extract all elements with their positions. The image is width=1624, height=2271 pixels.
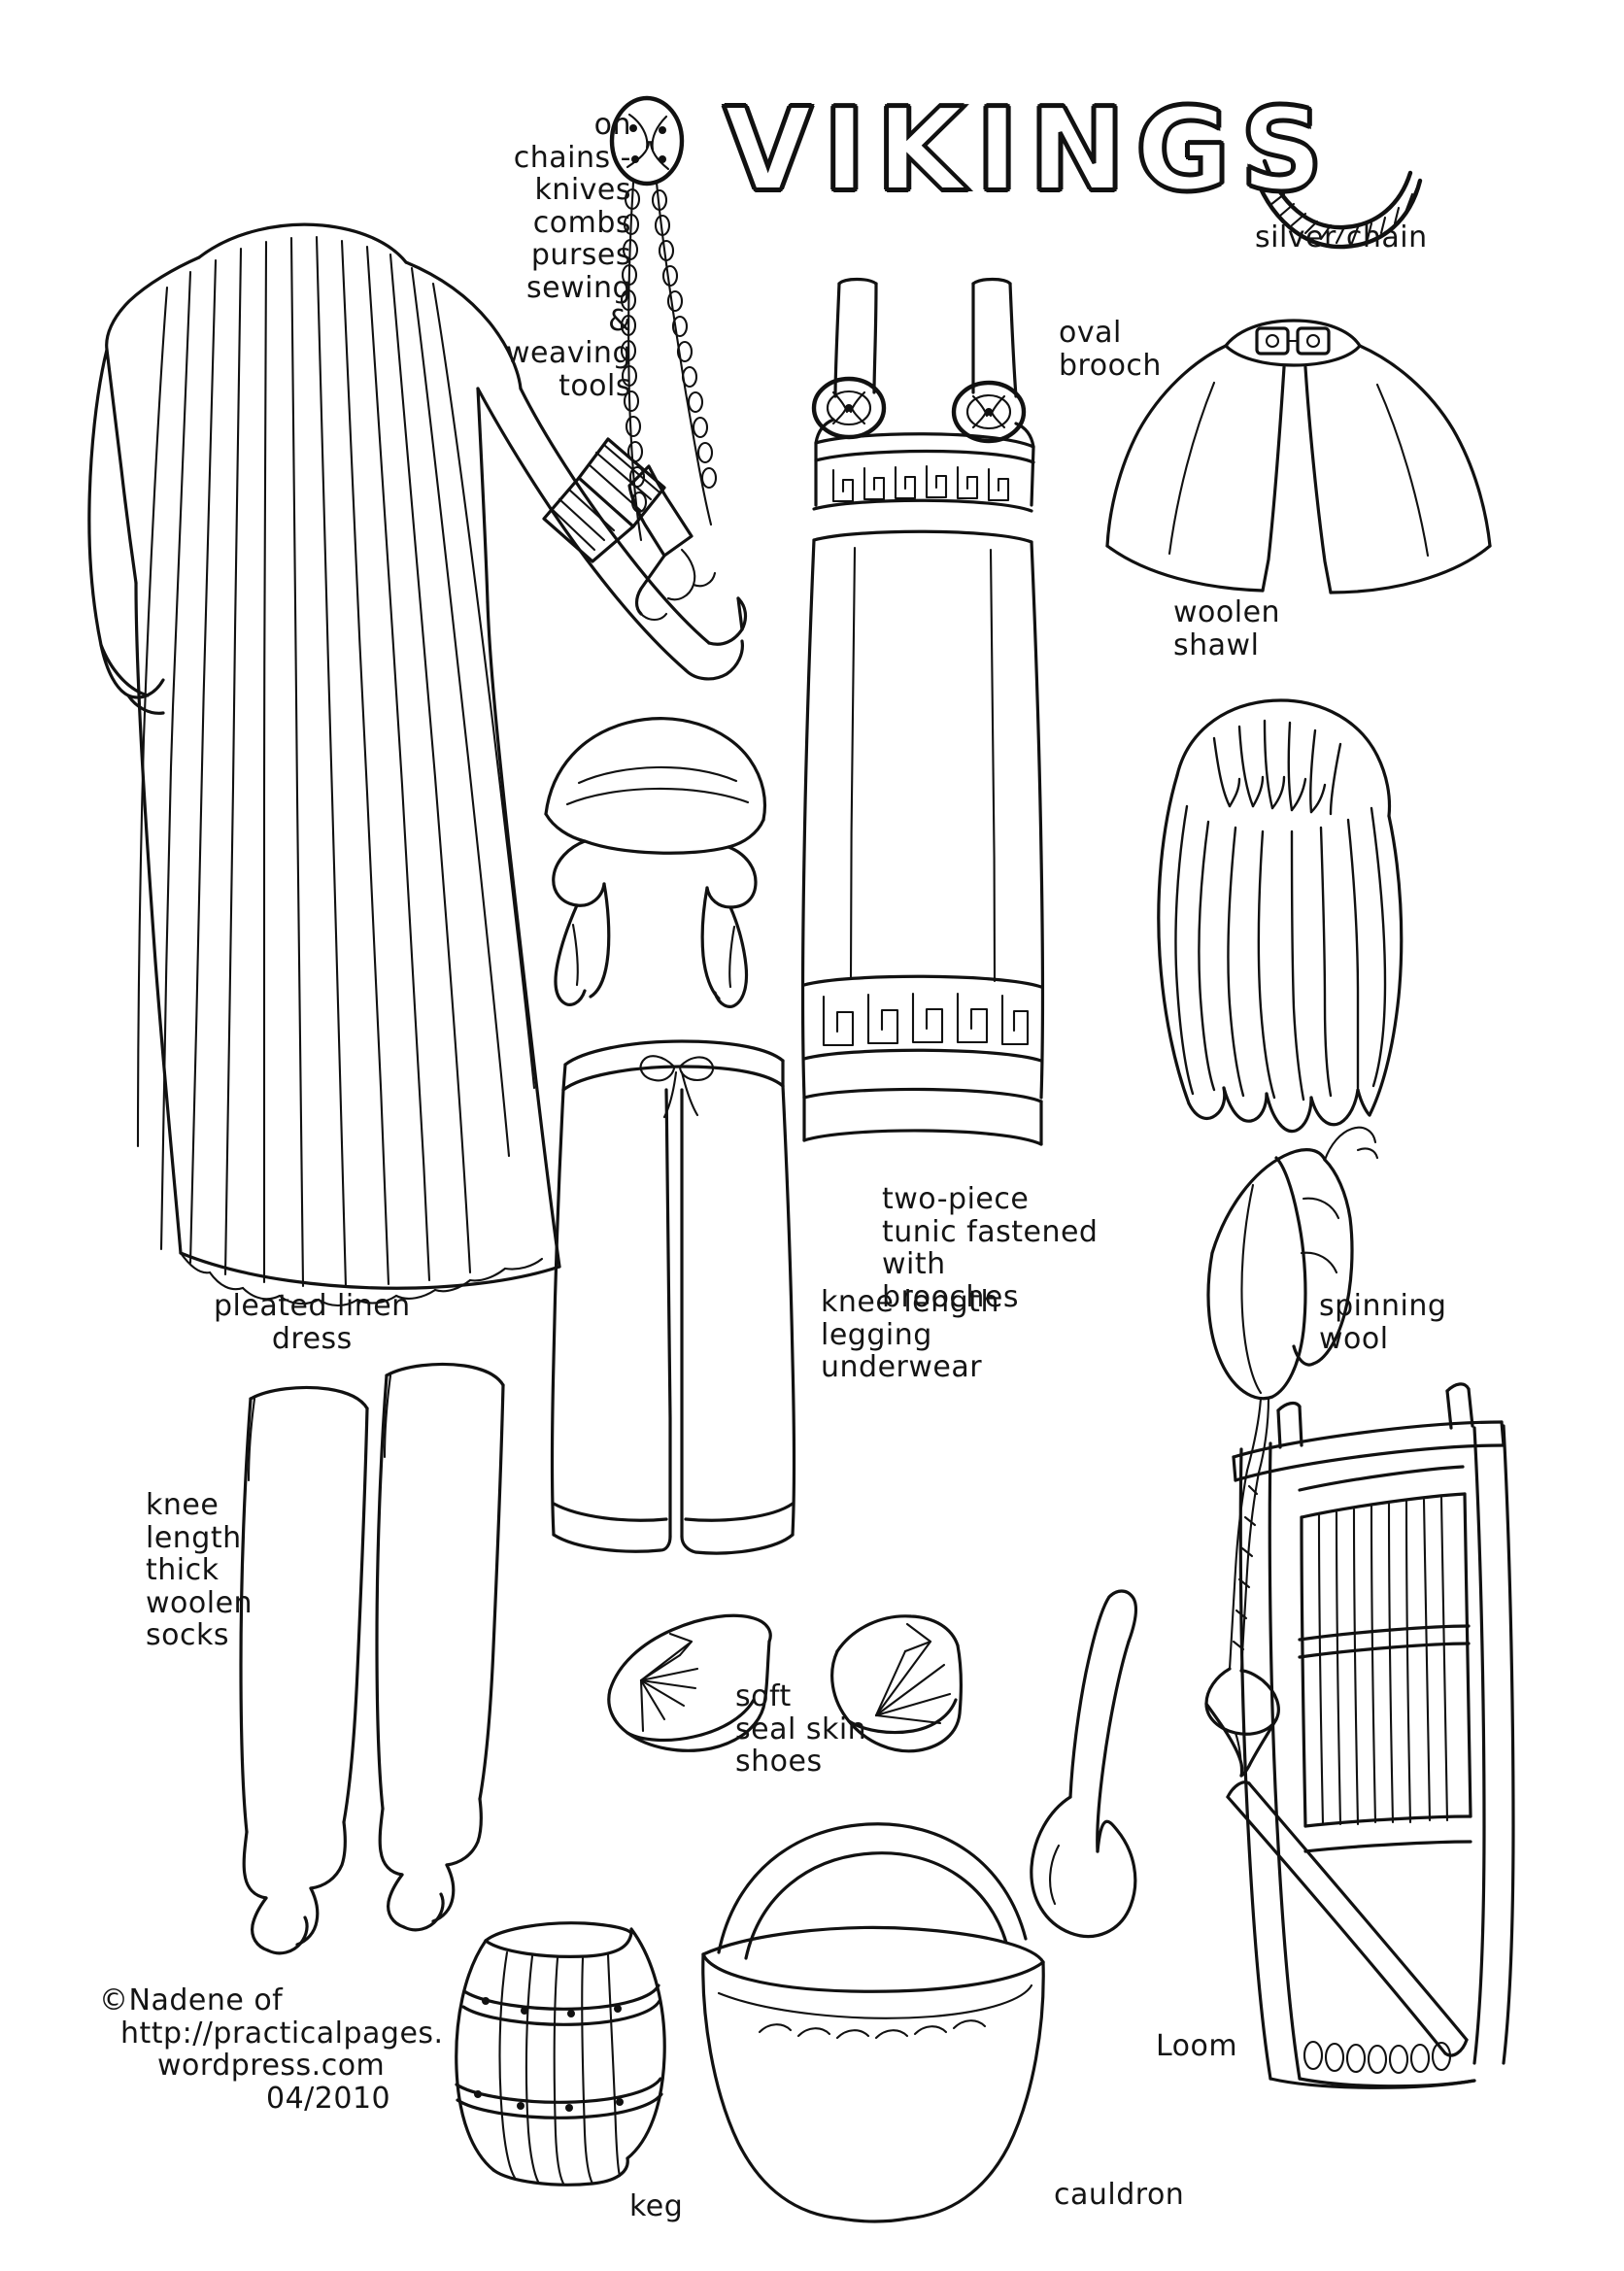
chained-accessories-drawing <box>542 95 718 622</box>
pleated-linen-dress-drawing <box>87 222 748 1307</box>
silver-chain-drawing <box>1250 158 1423 250</box>
woolen-shawl-drawing <box>1105 319 1492 594</box>
tunic-brooch-right <box>951 380 1027 444</box>
knife-drawing <box>627 464 717 622</box>
cauldron-drawing <box>701 1589 1138 2223</box>
label-spinning-wool: spinning wool <box>1319 1289 1447 1356</box>
scarf-knot-left <box>552 839 611 1006</box>
loom-drawing <box>1226 1382 1515 2089</box>
ladle-drawing <box>1030 1589 1138 1939</box>
two-piece-tunic-drawing <box>800 277 1045 1146</box>
head-scarf-drawing <box>544 717 767 1008</box>
label-cauldron: cauldron <box>1054 2178 1185 2212</box>
credit-line-2: http://practicalpages. <box>120 2016 444 2051</box>
label-knee-length-legging: knee length legging underwear <box>821 1285 999 1385</box>
loom-weights <box>1303 2040 1452 2075</box>
shawl-clasp <box>1255 326 1331 356</box>
spindle-spinning-wool-drawing <box>1204 1126 1379 1778</box>
scarf-knot-right <box>700 845 758 1008</box>
chain-beads <box>620 187 718 514</box>
tunic-band-pattern-top <box>831 464 1010 503</box>
credit-line-1: ©Nadene of <box>99 1983 284 2017</box>
label-loom: Loom <box>1156 2029 1238 2063</box>
page-title: VIKINGS <box>722 81 1335 219</box>
label-pleated-linen-dress: pleated linen dress <box>214 1289 411 1356</box>
credit-block: ©Nadene of http://practicalpages. wordpr… <box>99 1984 444 2115</box>
credit-line-4: 04/2010 <box>266 2081 391 2116</box>
label-two-piece-tunic: two-piece tunic fastened with brooches <box>882 1182 1099 1314</box>
label-chained-accessories: on chains - knives combs purses sewing &… <box>505 108 631 403</box>
seal-skin-shoes-drawing <box>607 1613 963 1753</box>
label-seal-skin-shoes: soft seal skin shoes <box>735 1679 867 1780</box>
tunic-brooch-left <box>811 376 887 440</box>
tunic-band-pattern-bottom <box>822 992 1030 1047</box>
label-woolen-socks: knee length thick woolen socks <box>146 1488 254 1653</box>
knee-length-legging-drawing <box>550 1039 796 1555</box>
woolen-socks-drawing <box>239 1362 505 1955</box>
legging-drawstring-bow <box>639 1055 715 1119</box>
label-oval-brooch: oval brooch <box>1059 316 1162 383</box>
label-woolen-shawl: woolen shawl <box>1173 595 1281 662</box>
credit-line-3: wordpress.com <box>157 2049 386 2084</box>
wig-hair-drawing <box>1157 698 1404 1134</box>
label-silver-chain: silver chain <box>1255 220 1428 254</box>
keg-drawing <box>455 1921 666 2186</box>
label-keg: keg <box>629 2189 684 2223</box>
